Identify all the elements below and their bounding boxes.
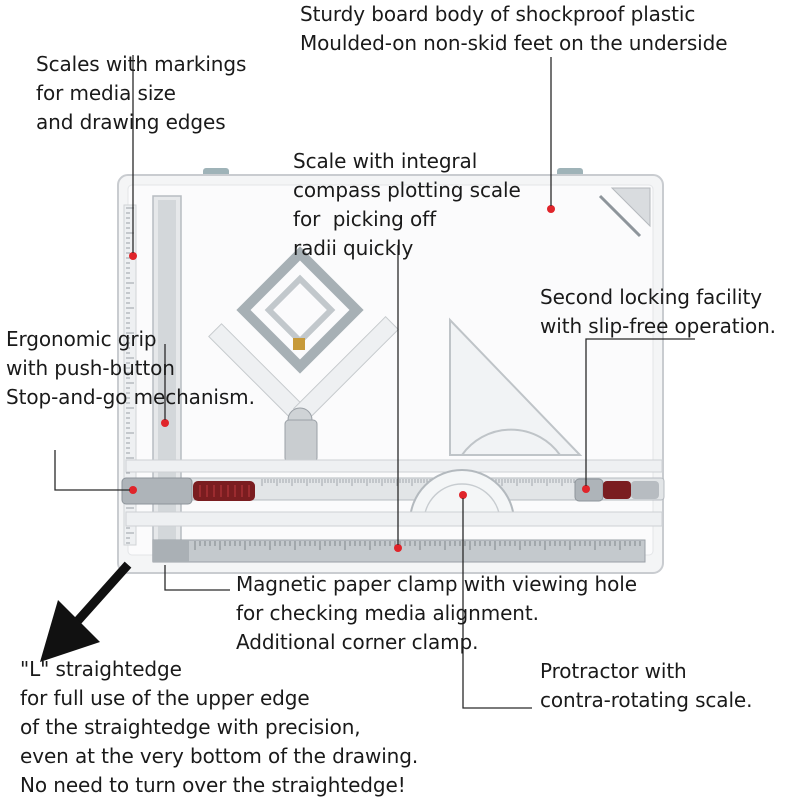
annotation-line: radii quickly	[293, 236, 414, 260]
annotation-protractor: Protractor with contra-rotating scale.	[540, 657, 752, 715]
annotation-paper-clamp: Magnetic paper clamp with viewing hole fo…	[236, 570, 637, 657]
marker-grip-block	[129, 486, 137, 494]
annotation-line: Scales with markings	[36, 52, 247, 76]
annotation-line: Second locking facility	[540, 285, 762, 309]
annotation-line: contra-rotating scale.	[540, 688, 753, 712]
marker-second-lock	[582, 485, 590, 493]
set-square	[449, 317, 583, 456]
corner-clamp	[610, 187, 651, 228]
grip-block-left	[121, 477, 193, 505]
annotation-line: Sturdy board body of shockproof plastic	[300, 2, 696, 26]
annotation-line: Additional corner clamp.	[236, 630, 479, 654]
annotation-line: with slip-free operation.	[540, 314, 776, 338]
annotation-line: No need to turn over the straightedge!	[20, 773, 406, 797]
annotation-line: Stop-and-go mechanism.	[6, 385, 255, 409]
annotation-compass-scale: Scale with integral compass plotting scal…	[293, 147, 521, 263]
annotation-line: Magnetic paper clamp with viewing hole	[236, 572, 637, 596]
grip-pad-left	[193, 481, 255, 501]
marker-grip	[161, 419, 169, 427]
annotation-line: with push-button	[6, 356, 175, 380]
annotation-line: for full use of the upper edge	[20, 686, 310, 710]
annotation-second-lock: Second locking facility with slip-free op…	[540, 283, 776, 341]
marker-board-body	[547, 205, 555, 213]
annotation-line: and drawing edges	[36, 110, 226, 134]
annotation-line: compass plotting scale	[293, 178, 521, 202]
annotation-scales: Scales with markings for media size and dr…	[36, 50, 246, 137]
annotation-line: of the straightedge with precision,	[20, 715, 361, 739]
marker-scales	[129, 252, 137, 260]
annotation-line: for picking off	[293, 207, 437, 231]
lower-rail	[125, 511, 663, 527]
annotation-line: Moulded-on non-skid feet on the undersid…	[300, 31, 728, 55]
upper-rail	[125, 459, 663, 473]
grip-pad-right	[603, 481, 631, 499]
marker-protractor	[459, 491, 467, 499]
annotation-straightedge: "L" straightedge for full use of the uppe…	[20, 655, 418, 800]
annotation-line: for checking media alignment.	[236, 601, 539, 625]
compass-plotting-scale	[236, 246, 364, 374]
annotation-line: Protractor with	[540, 659, 687, 683]
annotation-line: "L" straightedge	[20, 657, 182, 681]
marker-paper-clamp	[394, 544, 402, 552]
annotation-line: for media size	[36, 81, 176, 105]
annotation-line: Ergonomic grip	[6, 327, 157, 351]
annotation-line: Scale with integral	[293, 149, 478, 173]
annotation-line: even at the very bottom of the drawing.	[20, 744, 419, 768]
